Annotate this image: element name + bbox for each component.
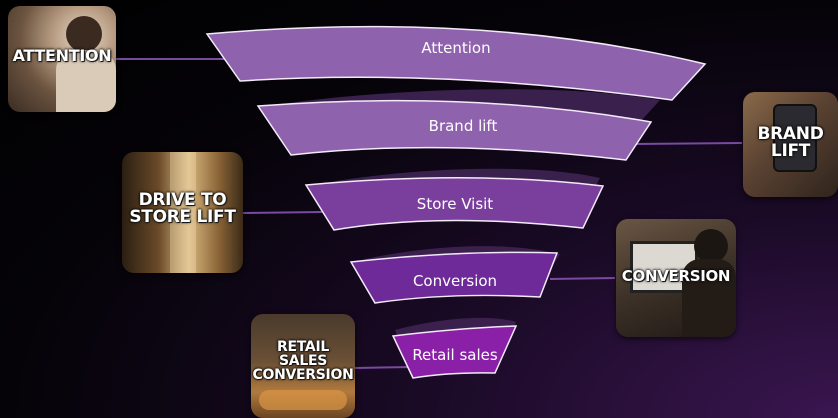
conversion-caption: CONVERSION	[621, 267, 731, 285]
connector-retail-sales	[354, 366, 413, 369]
connector-brand-lift	[629, 142, 743, 145]
funnel-stages	[205, 25, 707, 379]
person-head-shape	[694, 229, 728, 263]
drive-to-store-photo-tile: DRIVE TO STORE LIFT	[122, 152, 243, 273]
attention-photo-tile: ATTENTION	[8, 6, 116, 112]
retail-sales-photo-tile: RETAIL SALES CONVERSION	[251, 314, 355, 418]
connector-store-visit	[242, 211, 323, 214]
person-body-shape	[682, 259, 736, 337]
person-body-shape	[56, 50, 116, 112]
connector-conversion	[549, 277, 616, 280]
storefront-light-shape	[170, 152, 196, 273]
brand-lift-caption: BRAND LIFT	[757, 124, 824, 161]
drive-to-store-photo	[122, 152, 243, 273]
attention-caption: ATTENTION	[12, 46, 112, 65]
stage-label-store-visit: Store Visit	[416, 195, 494, 213]
stage-store-visit	[304, 177, 605, 231]
stage-attention	[205, 25, 707, 101]
stage-brand-lift	[256, 99, 653, 161]
brand-lift-photo-tile: BRAND LIFT	[743, 92, 838, 197]
person-head-shape	[66, 16, 102, 52]
stage-label-conversion: Conversion	[412, 272, 498, 290]
stage-retail-sales	[391, 325, 518, 379]
phone-shape	[773, 104, 817, 172]
stage-label-brand-lift: Brand lift	[428, 117, 498, 135]
stage-label-attention: Attention	[421, 39, 491, 57]
stage-label-retail-sales: Retail sales	[412, 346, 498, 364]
pastry-display-shape	[259, 390, 347, 410]
conversion-photo-tile: CONVERSION	[616, 219, 736, 337]
drive-to-store-caption: DRIVE TO STORE LIFT	[129, 190, 236, 227]
retail-sales-caption: RETAIL SALES CONVERSION	[252, 339, 354, 383]
connector-lines	[115, 58, 743, 369]
stage-conversion	[349, 251, 559, 304]
